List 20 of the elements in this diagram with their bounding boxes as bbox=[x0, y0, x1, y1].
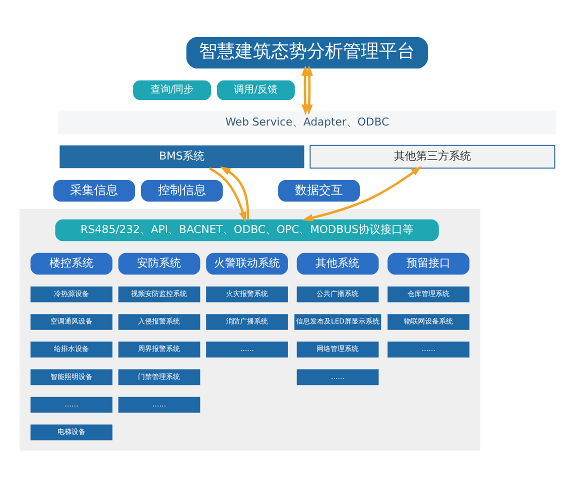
arrow bbox=[305, 65, 314, 116]
arrow bbox=[209, 167, 246, 222]
node-box: 数据交互 bbox=[278, 180, 360, 202]
node-box: Web Service、Adapter、ODBC bbox=[58, 111, 556, 134]
node-box: 查询/同步 bbox=[133, 80, 212, 100]
arrow bbox=[301, 65, 309, 116]
arrow bbox=[220, 166, 250, 220]
node-box: 调用/反馈 bbox=[216, 80, 295, 100]
node-box: 安防系统 bbox=[118, 252, 200, 275]
node-box: 智慧建筑态势分析管理平台 bbox=[186, 36, 428, 68]
node-box: 楼控系统 bbox=[30, 252, 112, 275]
node-box: 预留接口 bbox=[388, 252, 470, 275]
node-box: 其他系统 bbox=[296, 252, 379, 275]
node-box: 采集信息 bbox=[53, 180, 136, 202]
node-box: RS485/232、API、BACNET、ODBC、OPC、MODBUS协议接口等 bbox=[55, 219, 439, 242]
arrow bbox=[302, 166, 422, 222]
node-box: 控制信息 bbox=[141, 180, 223, 202]
node-box: 火警联动系统 bbox=[206, 252, 288, 275]
node-box: BMS系统 bbox=[60, 145, 304, 168]
node-box: 其他第三方系统 bbox=[310, 144, 556, 169]
